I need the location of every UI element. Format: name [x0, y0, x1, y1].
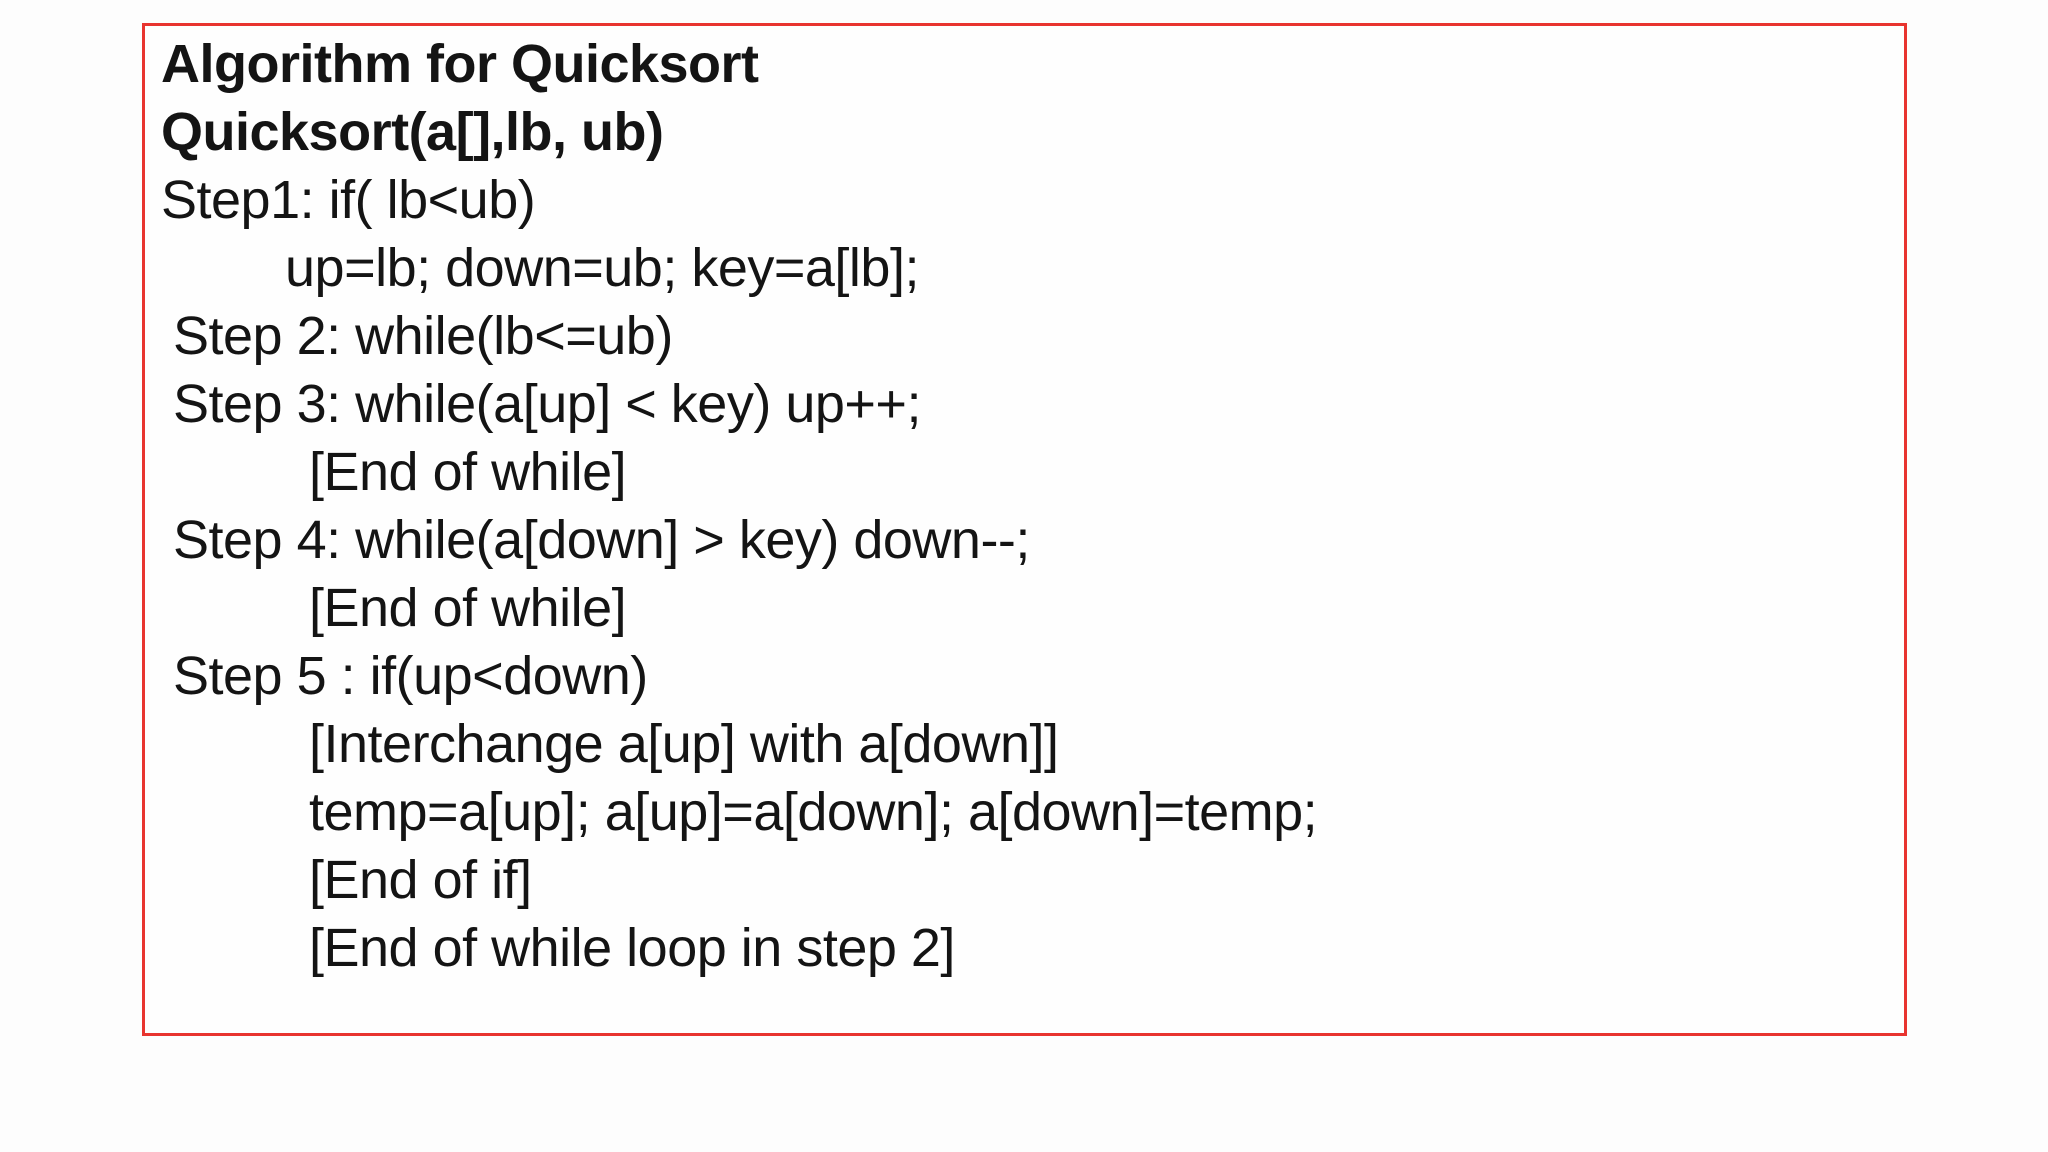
algorithm-line: up=lb; down=ub; key=a[lb];	[285, 238, 919, 298]
algorithm-line: Quicksort(a[],lb, ub)	[161, 102, 664, 162]
algorithm-line: Step 2: while(lb<=ub)	[173, 306, 673, 366]
algorithm-line: temp=a[up]; a[up]=a[down]; a[down]=temp;	[309, 782, 1318, 842]
algorithm-line: Step1: if( lb<ub)	[161, 170, 536, 230]
algorithm-line: [End of if]	[309, 850, 532, 910]
algorithm-line: Algorithm for Quicksort	[161, 34, 759, 94]
algorithm-line: [End of while loop in step 2]	[309, 918, 955, 978]
algorithm-line: [Interchange a[up] with a[down]]	[309, 714, 1059, 774]
algorithm-line: Step 5 : if(up<down)	[173, 646, 648, 706]
algorithm-line: Step 3: while(a[up] < key) up++;	[173, 374, 921, 434]
algorithm-line: [End of while]	[309, 442, 627, 502]
algorithm-line: [End of while]	[309, 578, 627, 638]
algorithm-line: Step 4: while(a[down] > key) down--;	[173, 510, 1030, 570]
